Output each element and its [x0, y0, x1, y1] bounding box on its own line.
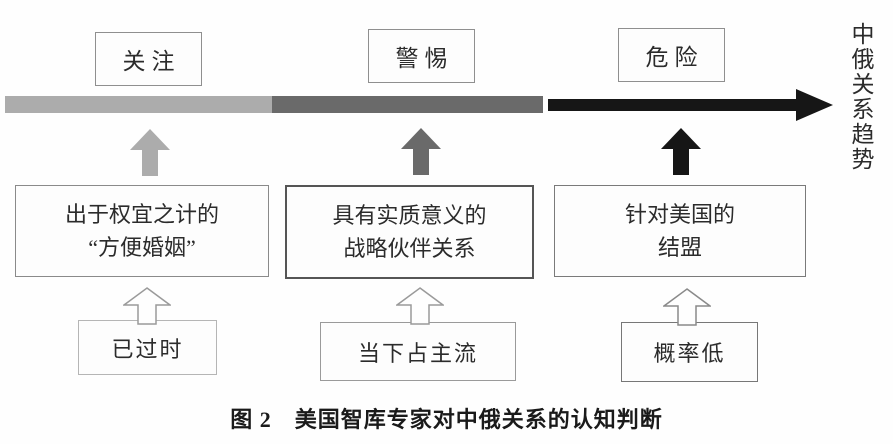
- assessment-box-concern: 出于权宜之计的 “方便婚姻”: [15, 185, 269, 277]
- stage-label: 警惕: [395, 46, 454, 71]
- stage-label-box-vigilance: 警惕: [368, 29, 475, 83]
- status-box-danger: 概率低: [621, 322, 758, 382]
- timeline-segment-concern: [5, 96, 272, 113]
- assessment-box-vigilance: 具有实质意义的 战略伙伴关系: [285, 185, 534, 279]
- assessment-line: “方便婚姻”: [88, 235, 196, 260]
- assessment-line: 结盟: [657, 235, 702, 260]
- trend-axis-label: 中俄关系趋势: [848, 22, 873, 172]
- stage-label: 危险: [645, 45, 704, 70]
- hollow-up-arrow-icon: [663, 288, 711, 326]
- status-label: 已过时: [111, 336, 184, 362]
- assessment-line: 战略伙伴关系: [343, 236, 476, 261]
- status-box-concern: 已过时: [78, 320, 217, 375]
- assessment-line: 具有实质意义的: [332, 203, 487, 228]
- stage-label-box-danger: 危险: [618, 28, 725, 82]
- hollow-up-arrow-icon: [123, 287, 171, 325]
- hollow-up-arrow-icon: [396, 287, 444, 325]
- assessment-box-danger: 针对美国的 结盟: [554, 185, 806, 277]
- timeline-segment-vigilance: [272, 96, 543, 113]
- status-label: 概率低: [653, 341, 726, 366]
- stage-label: 关注: [122, 49, 181, 74]
- assessment-line: 出于权宜之计的: [64, 202, 219, 227]
- stage-label-box-concern: 关注: [95, 32, 202, 86]
- assessment-line: 针对美国的: [624, 202, 735, 227]
- status-label: 当下占主流: [357, 340, 478, 366]
- solid-up-arrow-icon: [661, 128, 701, 175]
- trend-arrowhead-icon: [796, 89, 833, 121]
- solid-up-arrow-icon: [130, 129, 170, 176]
- figure-caption: 图 2 美国智库专家对中俄关系的认知判断: [230, 407, 663, 432]
- timeline-segment-danger: [548, 99, 798, 111]
- solid-up-arrow-icon: [401, 128, 441, 175]
- status-box-vigilance: 当下占主流: [320, 322, 516, 381]
